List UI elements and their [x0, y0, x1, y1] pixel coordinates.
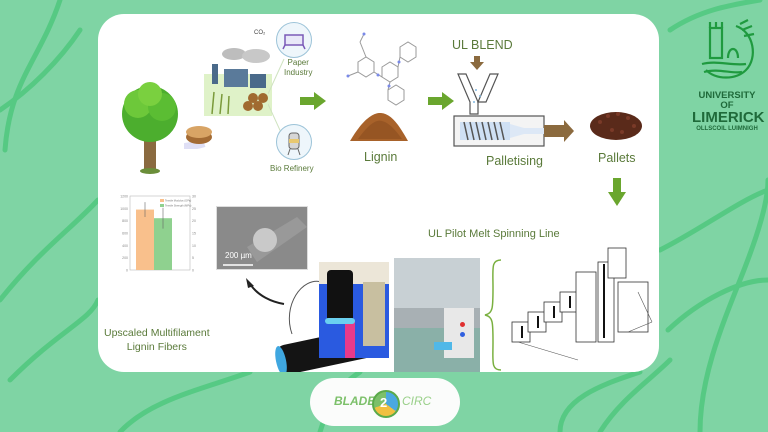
fibers-label-line1: Upscaled Multifilament: [104, 327, 210, 339]
badge-number: 2: [380, 395, 388, 410]
sem-fiber-image: 200 µm: [216, 206, 308, 270]
chart-bar: [154, 218, 172, 270]
legend-label: Tensile Strength (MPa): [165, 204, 192, 208]
process-diagram-card: CO₂ Paper Industry Bio Refinery: [98, 14, 659, 372]
arrow-right-icon: [428, 92, 454, 110]
paper-label-line1: Paper: [287, 58, 309, 67]
photo-blue-tray: [434, 342, 452, 350]
photo-red-button: [460, 322, 465, 327]
fibers-label-line2: Lignin Fibers: [126, 341, 187, 353]
palletising-label: Palletising: [486, 154, 543, 168]
chart-bar: [136, 209, 154, 270]
badge-circular-logo-icon: 2: [372, 390, 400, 418]
ul-blend-label: UL BLEND: [452, 38, 513, 52]
left-axis-tick-label: 800: [122, 219, 128, 223]
spinning-line-photo: [394, 258, 480, 372]
ul-line2: LIMERICK: [692, 109, 765, 126]
left-axis-tick-label: 600: [122, 232, 128, 236]
left-axis-tick-label: 0: [126, 269, 128, 273]
photo-pink-rail: [345, 320, 355, 358]
photo-ceiling: [394, 258, 480, 308]
wood-disc-icon: [184, 126, 212, 149]
left-axis-tick-label: 200: [122, 256, 128, 260]
lignin-powder-image: [350, 113, 408, 141]
co2-label: CO₂: [254, 30, 266, 36]
spinning-line-schematic: [511, 247, 653, 361]
curly-brace: [484, 259, 502, 371]
lignin-label: Lignin: [364, 150, 398, 164]
paper-industry-icon: [276, 22, 312, 58]
university-of-limerick-logo: UNIVERSITY OF LIMERICK OLLSCOIL LUIMNIGH: [692, 18, 765, 132]
arrow-down-icon: [608, 178, 626, 206]
right-axis-tick-label: 20: [192, 219, 196, 223]
left-axis-tick-label: 400: [122, 244, 128, 248]
ul-line3: OLLSCOIL LUIMNIGH: [696, 126, 758, 132]
ul-line1: UNIVERSITY OF: [698, 90, 756, 111]
left-axis-tick-label: 1200: [120, 195, 128, 199]
right-axis-tick-label: 15: [192, 232, 196, 236]
right-axis-tick-label: 10: [192, 244, 196, 248]
winder-photo: [319, 262, 389, 358]
badge-blade-text: BLADE: [334, 394, 376, 408]
pallets-image: [590, 112, 642, 140]
tree-illustration: [122, 82, 178, 174]
tensile-bar-chart: 020040060080010001200051015202530Tensile…: [120, 195, 196, 273]
photo-panel: [444, 308, 474, 358]
arrow-right-icon: [300, 92, 326, 110]
right-axis-tick-label: 5: [192, 256, 194, 260]
photo-blue-button: [460, 332, 465, 337]
bio-refinery-icon: [276, 124, 312, 160]
legend-label: Tensile Modulus (GPa): [165, 199, 191, 203]
right-axis-tick-label: 0: [192, 269, 194, 273]
photo-machine: [363, 282, 385, 346]
spinning-line-label: UL Pilot Melt Spinning Line: [428, 228, 560, 240]
right-axis-tick-label: 30: [192, 195, 196, 199]
pallets-label: Pallets: [598, 151, 636, 165]
right-axis-tick-label: 25: [192, 207, 196, 211]
fibers-label: Upscaled Multifilament Lignin Fibers: [104, 326, 210, 354]
left-axis-tick-label: 1000: [120, 207, 128, 211]
bio-refinery-label: Bio Refinery: [270, 164, 314, 173]
legend-swatch: [160, 204, 164, 207]
lignin-molecule: [346, 32, 417, 106]
blade2circ-badge: BLADE 2 CIRC: [310, 378, 460, 426]
photo-bobbin: [327, 270, 353, 322]
paper-industry-label: Paper Industry: [284, 58, 312, 78]
arrow-down-icon: [470, 56, 484, 70]
extruder-diagram: [453, 73, 574, 147]
sem-scale-bar-label: 200 µm: [225, 251, 252, 260]
paper-label-line2: Industry: [284, 68, 313, 77]
legend-swatch: [160, 199, 164, 202]
photo-bobbin-ring: [325, 318, 355, 324]
badge-circ-text: CIRC: [402, 394, 432, 408]
factory-biomass-illustration: [204, 48, 272, 116]
ul-crest-icon: [701, 19, 755, 79]
